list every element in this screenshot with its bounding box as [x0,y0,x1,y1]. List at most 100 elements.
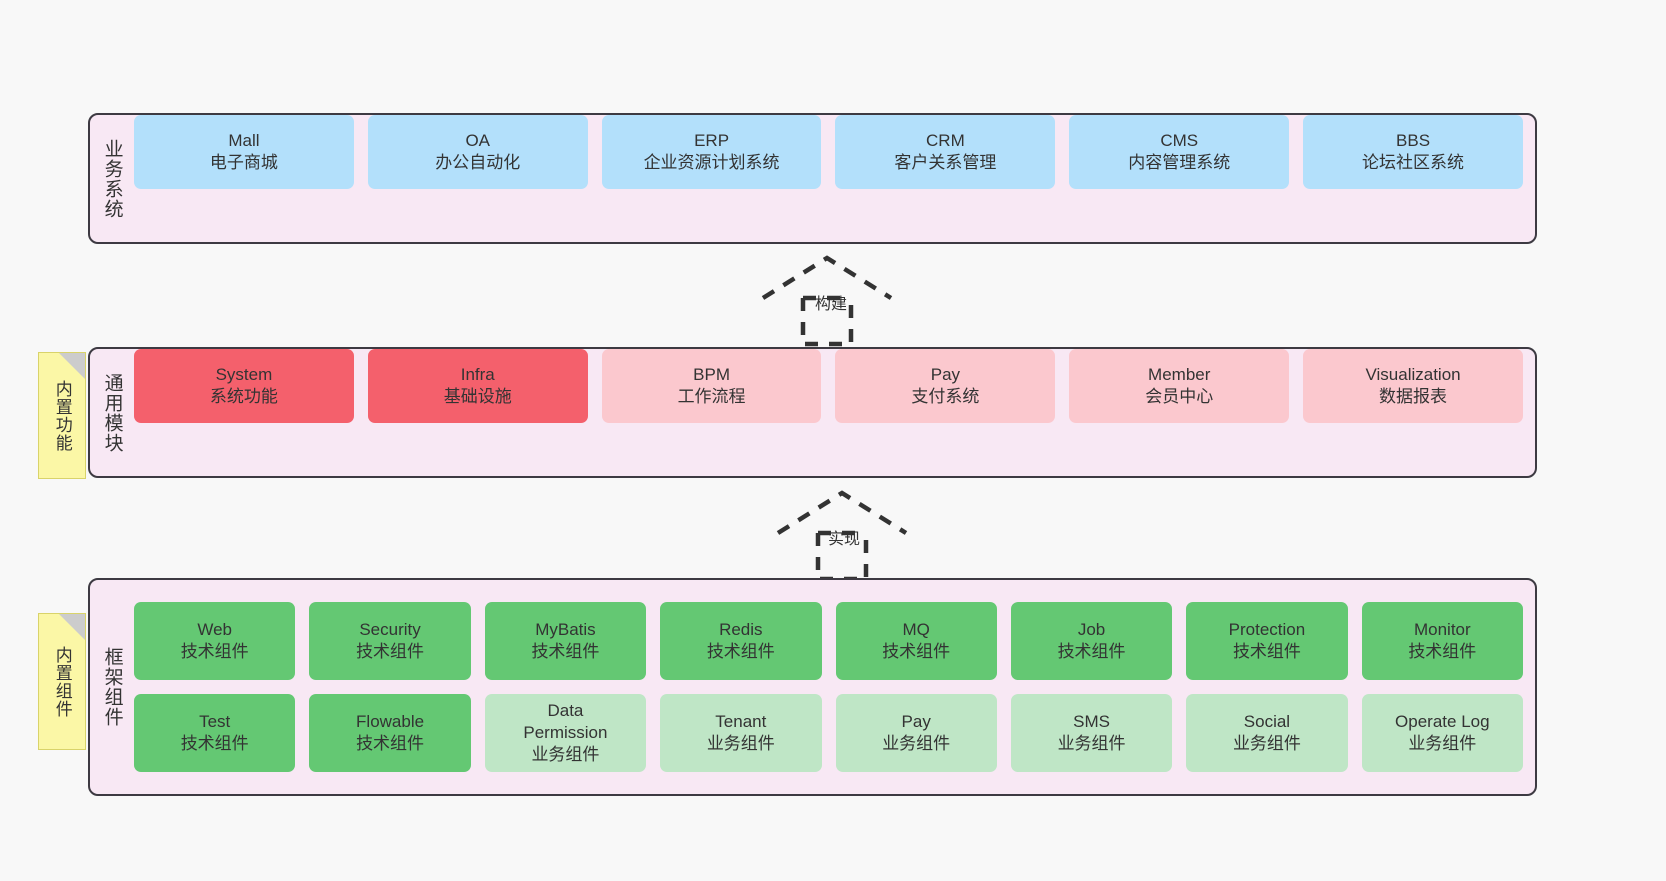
card-test-desc: 技术组件 [180,734,249,753]
card-monitor-desc: 技术组件 [1408,642,1477,661]
card-bpm[interactable]: BPM 工作流程 [601,349,822,423]
card-member[interactable]: Member 会员中心 [1069,349,1290,423]
card-erp-desc: 企业资源计划系统 [643,153,780,172]
card-cms[interactable]: CMS 内容管理系统 [1069,115,1290,189]
card-protection-name: Protection [1228,620,1306,640]
card-web[interactable]: Web 技术组件 [134,602,296,680]
card-monitor[interactable]: Monitor 技术组件 [1361,602,1523,680]
card-pay-module-name: Pay [930,365,961,385]
card-mall[interactable]: Mall 电子商城 [134,115,354,189]
card-erp-name: ERP [694,131,730,151]
card-sms-desc: 业务组件 [1057,734,1126,753]
card-infra[interactable]: Infra 基础设施 [367,349,588,423]
card-security[interactable]: Security 技术组件 [309,602,471,680]
arrow-build-icon [761,255,893,347]
card-redis-desc: 技术组件 [706,642,775,661]
card-operate-log-desc: 业务组件 [1408,734,1477,753]
card-bbs-name: BBS [1396,131,1431,151]
card-mq-name: MQ [902,620,930,640]
card-infra-name: Infra [460,365,495,385]
card-member-desc: 会员中心 [1145,387,1214,406]
card-bbs-desc: 论坛社区系统 [1362,153,1465,172]
card-erp[interactable]: ERP 企业资源计划系统 [601,115,822,189]
note-builtin-function-label: 内置功能 [52,379,72,452]
card-data-permission[interactable]: Data Permission 业务组件 [484,694,647,772]
arrow-implement: 实现 [770,487,930,583]
card-monitor-name: Monitor [1413,620,1471,640]
layer-business-system-title: 业务系统 [101,138,123,219]
card-member-name: Member [1148,365,1211,385]
card-mq[interactable]: MQ 技术组件 [835,602,997,680]
card-protection-desc: 技术组件 [1232,642,1301,661]
card-data-permission-desc: 业务组件 [531,744,600,764]
card-crm[interactable]: CRM 客户关系管理 [835,115,1056,189]
card-infra-desc: 基础设施 [443,387,512,406]
framework-row-business: Test 技术组件 Flowable 技术组件 Data Permission … [134,694,1523,772]
card-oa-desc: 办公自动化 [435,153,521,172]
card-security-name: Security [359,620,421,640]
card-security-desc: 技术组件 [356,642,425,661]
card-visualization-name: Visualization [1365,365,1461,385]
card-pay-component[interactable]: Pay 业务组件 [835,694,997,772]
card-tenant[interactable]: Tenant 业务组件 [660,694,822,772]
arrow-build-label: 构建 [815,296,848,313]
card-tenant-desc: 业务组件 [706,734,775,753]
card-redis[interactable]: Redis 技术组件 [660,602,822,680]
card-crm-desc: 客户关系管理 [894,153,997,172]
layer-framework-component[interactable]: 框架组件 Web 技术组件 Security 技术组件 MyBatis 技术组件… [88,578,1537,796]
card-redis-name: Redis [719,620,763,640]
card-pay-component-desc: 业务组件 [882,734,951,753]
card-bbs[interactable]: BBS 论坛社区系统 [1303,115,1523,189]
framework-row-tech: Web 技术组件 Security 技术组件 MyBatis 技术组件 Redi… [134,602,1523,680]
card-flowable-desc: 技术组件 [356,734,425,753]
note-fold-corner-icon [59,353,85,379]
business-row: Mall 电子商城 OA 办公自动化 ERP 企业资源计划系统 CRM 客户关系… [134,115,1523,189]
card-visualization-desc: 数据报表 [1379,387,1448,406]
card-data-permission-name-line1: Data [547,701,584,721]
card-bpm-desc: 工作流程 [677,387,746,406]
note-builtin-function[interactable]: 内置功能 [38,352,86,479]
card-job[interactable]: Job 技术组件 [1010,602,1173,680]
card-mybatis-desc: 技术组件 [531,642,600,661]
card-social[interactable]: Social 业务组件 [1186,694,1348,772]
card-sms-name: SMS [1073,712,1110,732]
card-mybatis[interactable]: MyBatis 技术组件 [484,602,647,680]
card-cms-desc: 内容管理系统 [1128,153,1231,172]
card-sms[interactable]: SMS 业务组件 [1010,694,1173,772]
card-protection[interactable]: Protection 技术组件 [1186,602,1348,680]
common-row: System 系统功能 Infra 基础设施 BPM 工作流程 Pay 支付系统… [134,349,1523,423]
card-mq-desc: 技术组件 [882,642,951,661]
card-web-name: Web [197,620,233,640]
card-operate-log-name: Operate Log [1395,712,1490,732]
card-operate-log[interactable]: Operate Log 业务组件 [1361,694,1523,772]
card-crm-name: CRM [926,131,965,151]
card-visualization[interactable]: Visualization 数据报表 [1303,349,1523,423]
card-oa[interactable]: OA 办公自动化 [367,115,588,189]
card-pay-component-name: Pay [901,712,931,732]
card-mybatis-name: MyBatis [535,620,596,640]
layer-business-system[interactable]: 业务系统 Mall 电子商城 OA 办公自动化 ERP 企业资源计划系统 CRM… [88,113,1537,244]
card-test[interactable]: Test 技术组件 [134,694,296,772]
card-flowable-name: Flowable [356,712,425,732]
card-system[interactable]: System 系统功能 [134,349,354,423]
card-mall-desc: 电子商城 [209,153,278,172]
card-tenant-name: Tenant [715,712,767,732]
note-fold-corner-icon [59,614,85,640]
card-job-desc: 技术组件 [1057,642,1126,661]
card-flowable[interactable]: Flowable 技术组件 [309,694,471,772]
layer-business-system-body: Mall 电子商城 OA 办公自动化 ERP 企业资源计划系统 CRM 客户关系… [134,115,1535,189]
arrow-implement-icon [776,490,908,582]
card-pay-module-desc: 支付系统 [911,387,980,406]
layer-common-module-body: System 系统功能 Infra 基础设施 BPM 工作流程 Pay 支付系统… [134,349,1535,423]
card-data-permission-name-line2: Permission [523,723,608,743]
note-builtin-component-label: 内置组件 [52,645,72,718]
card-social-name: Social [1243,712,1291,732]
card-pay-module[interactable]: Pay 支付系统 [835,349,1056,423]
layer-common-module-title: 通用模块 [101,372,123,453]
card-test-name: Test [199,712,231,732]
card-system-desc: 系统功能 [209,387,278,406]
card-cms-name: CMS [1160,131,1199,151]
note-builtin-component[interactable]: 内置组件 [38,613,86,750]
layer-common-module[interactable]: 通用模块 System 系统功能 Infra 基础设施 BPM 工作流程 Pay… [88,347,1537,478]
